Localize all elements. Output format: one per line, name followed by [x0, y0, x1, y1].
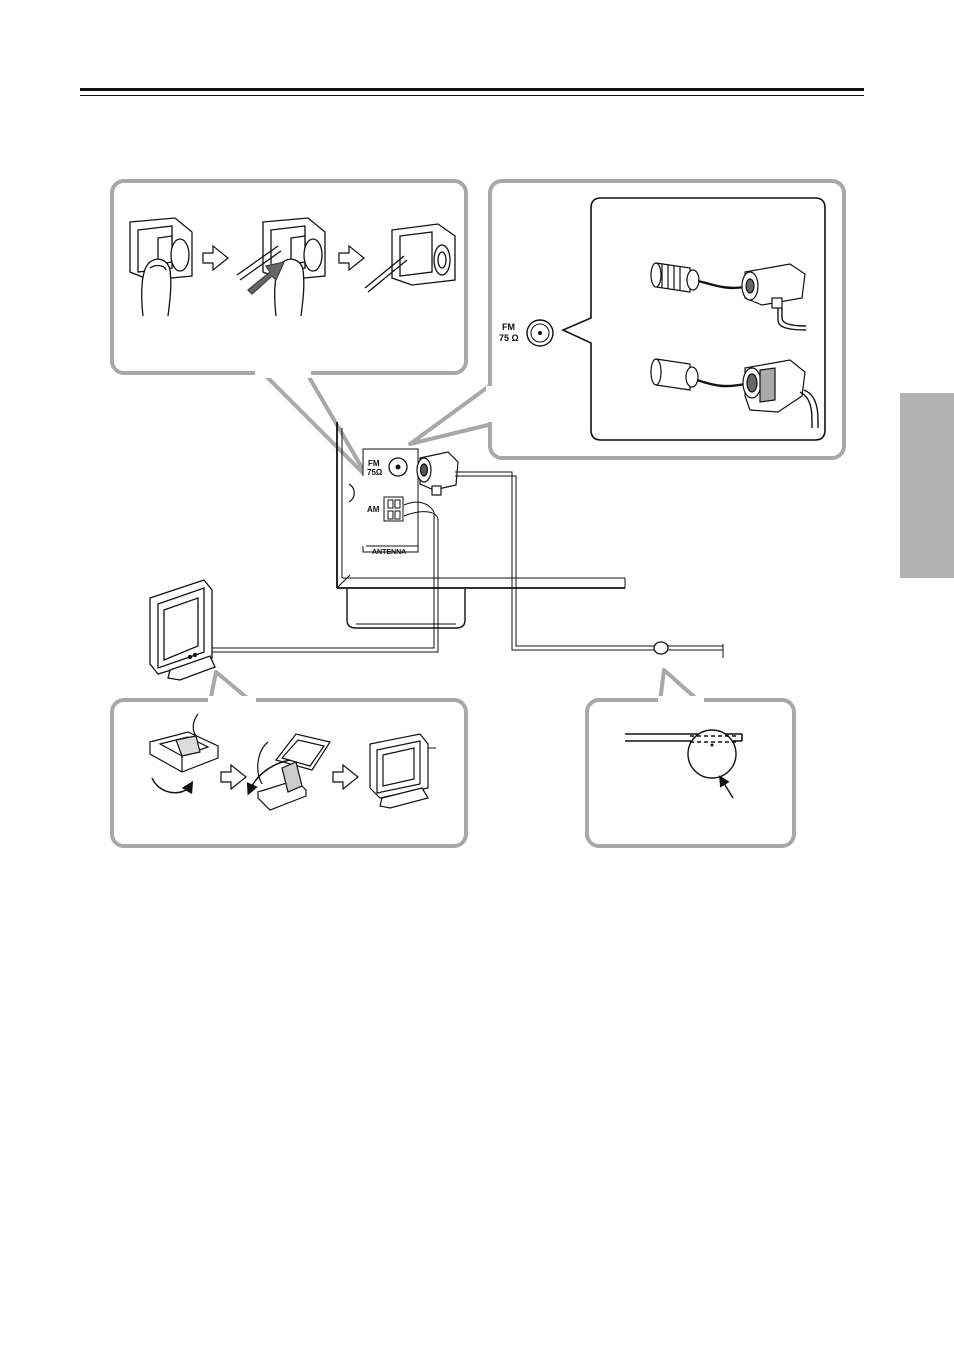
panel-fm-label: FM — [368, 459, 380, 468]
panel-antenna-label: ANTENNA — [372, 549, 406, 556]
panel-am-terminals — [384, 497, 403, 521]
am-loop-antenna-icon — [370, 734, 436, 808]
panel-ohm-label: 75Ω — [367, 468, 383, 477]
panel-am-label: AM — [367, 505, 380, 514]
fm-pin-fixing-callout — [587, 670, 794, 846]
fm-jack-label: FM — [502, 322, 515, 332]
fm-ohm-label: 75 Ω — [499, 333, 519, 343]
panel-fm-jack — [389, 458, 407, 476]
fm-antenna-cable — [455, 472, 723, 658]
am-terminal-callout — [112, 181, 466, 478]
am-loop-antenna-icon — [150, 580, 215, 680]
fm-jack-icon — [527, 320, 553, 346]
fm-cable-pin — [654, 642, 668, 654]
fm-connector-callout: FM 75 Ω — [410, 181, 844, 458]
am-antenna-assembly-callout — [112, 672, 466, 846]
f-connector-icon — [417, 452, 458, 495]
